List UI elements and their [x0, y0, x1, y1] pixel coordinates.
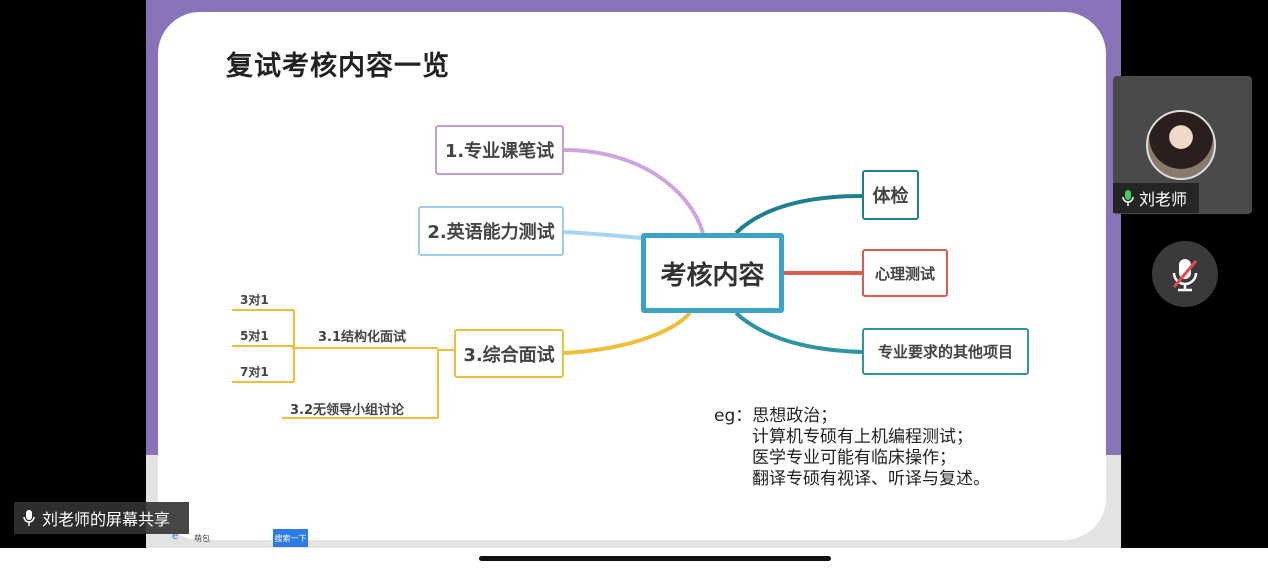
- leaf-7-to-1: 7对1: [240, 365, 269, 379]
- node-professional-exam: 1.专业课笔试: [435, 125, 564, 175]
- example-line: 医学专业可能有临床操作；: [752, 448, 956, 468]
- ie-browser-icon[interactable]: e: [172, 531, 179, 542]
- node-comprehensive-interview: 3.综合面试: [454, 329, 564, 378]
- microphone-icon: [23, 510, 35, 526]
- example-line: eg：思想政治；: [714, 406, 838, 426]
- taskbar-item[interactable]: 萌包: [194, 534, 210, 543]
- mute-toggle-button[interactable]: [1152, 241, 1218, 307]
- node-group-discussion: 3.2无领导小组讨论: [290, 403, 405, 418]
- example-line: 计算机专硕有上机编程测试；: [752, 427, 973, 447]
- leaf-3-to-1: 3对1: [240, 293, 269, 307]
- slide-title: 复试考核内容一览: [226, 51, 450, 82]
- node-psych-test: 心理测试: [862, 249, 948, 297]
- screen-share-label: 刘老师的屏幕共享: [14, 502, 189, 534]
- node-english-test: 2.英语能力测试: [418, 206, 564, 256]
- example-line: 翻译专硕有视译、听译与复述。: [752, 469, 990, 489]
- microphone-icon: [1122, 190, 1134, 206]
- muted-microphone-icon: [1172, 259, 1198, 292]
- participant-name: 刘老师: [1139, 190, 1188, 209]
- slide-card: [158, 12, 1106, 540]
- mind-map-center-node: 考核内容: [641, 233, 784, 313]
- search-button[interactable]: 搜索一下: [273, 529, 308, 547]
- node-structured-interview: 3.1结构化面试: [318, 330, 407, 345]
- node-other-items: 专业要求的其他项目: [862, 328, 1029, 375]
- participant-name-tag: 刘老师: [1113, 183, 1199, 213]
- home-indicator[interactable]: [479, 556, 831, 561]
- avatar: [1146, 110, 1216, 180]
- example-note: eg：思想政治； 计算机专硕有上机编程测试； 医学专业可能有临床操作； 翻译专硕…: [714, 406, 990, 490]
- node-physical-exam: 体检: [862, 170, 919, 220]
- share-label-text: 刘老师的屏幕共享: [42, 510, 171, 529]
- leaf-5-to-1: 5对1: [240, 329, 269, 343]
